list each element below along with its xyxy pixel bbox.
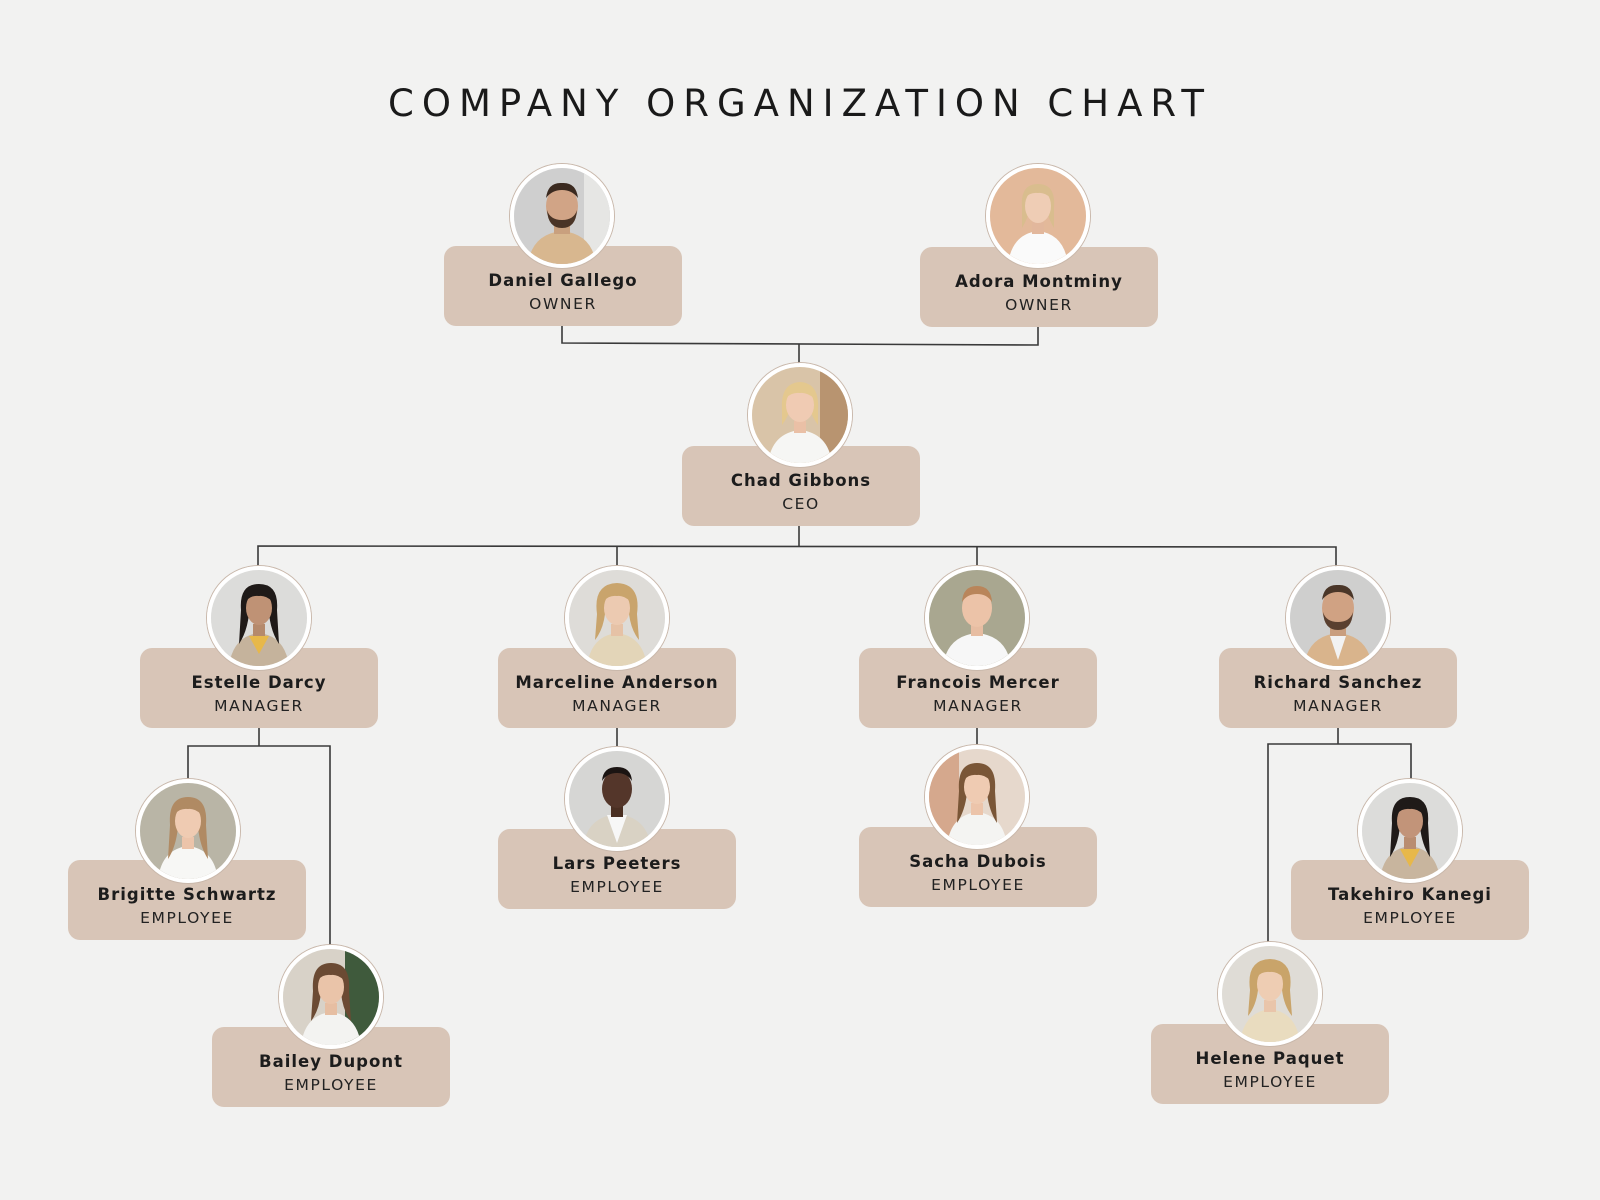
woman-long-hair-portrait-icon: [136, 779, 240, 883]
man-dark-portrait-icon: [565, 747, 669, 851]
person-name: Helene Paquet: [1195, 1049, 1345, 1068]
connector-owners-ceo: [561, 326, 1039, 346]
person-role: OWNER: [529, 295, 597, 313]
person-role: MANAGER: [1293, 697, 1383, 715]
woman-curly-hair-portrait-icon: [1218, 942, 1322, 1046]
person-role: MANAGER: [933, 697, 1023, 715]
person-name: Francois Mercer: [896, 673, 1060, 692]
person-role: MANAGER: [214, 697, 304, 715]
person-role: OWNER: [1005, 296, 1073, 314]
person-name: Brigitte Schwartz: [97, 885, 277, 904]
person-role: MANAGER: [572, 697, 662, 715]
woman-blonde-portrait-icon: [748, 363, 852, 467]
man-short-hair-portrait-icon: [925, 566, 1029, 670]
person-name: Bailey Dupont: [259, 1052, 403, 1071]
man-beard-portrait-icon: [1286, 566, 1390, 670]
person-name: Sacha Dubois: [909, 852, 1047, 871]
person-card-marceline-anderson: Marceline Anderson MANAGER: [498, 648, 736, 728]
person-role: CEO: [782, 495, 820, 513]
person-role: EMPLOYEE: [1223, 1073, 1317, 1091]
person-name: Marceline Anderson: [515, 673, 719, 692]
woman-dark-hair-portrait-icon: [207, 566, 311, 670]
woman-dark-hair-portrait-icon: [1358, 779, 1462, 883]
person-name: Daniel Gallego: [488, 271, 638, 290]
person-name: Adora Montminy: [955, 272, 1123, 291]
man-beard-portrait-icon: [510, 164, 614, 268]
person-role: EMPLOYEE: [931, 876, 1025, 894]
person-name: Chad Gibbons: [730, 471, 872, 490]
person-name: Takehiro Kanegi: [1328, 885, 1492, 904]
person-name: Richard Sanchez: [1253, 673, 1423, 692]
person-card-richard-sanchez: Richard Sanchez MANAGER: [1219, 648, 1457, 728]
person-name: Estelle Darcy: [191, 673, 327, 692]
woman-blonde-portrait-icon: [986, 164, 1090, 268]
person-role: EMPLOYEE: [140, 909, 234, 927]
person-name: Lars Peeters: [552, 854, 682, 873]
woman-brown-hair-portrait-icon: [925, 745, 1029, 849]
woman-brown-hair-portrait-icon: [279, 945, 383, 1049]
person-role: EMPLOYEE: [284, 1076, 378, 1094]
person-role: EMPLOYEE: [570, 878, 664, 896]
person-role: EMPLOYEE: [1363, 909, 1457, 927]
woman-curly-hair-portrait-icon: [565, 566, 669, 670]
page-title: COMPANY ORGANIZATION CHART: [387, 82, 1213, 125]
person-card-adora-montminy: Adora Montminy OWNER: [920, 247, 1158, 327]
